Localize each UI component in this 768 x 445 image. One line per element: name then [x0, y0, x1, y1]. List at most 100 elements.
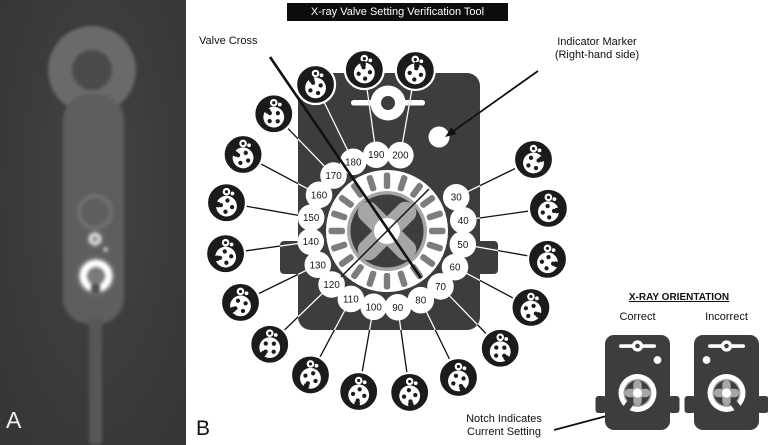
- setting-bubble-70: 70: [427, 273, 454, 300]
- orientation-incorrect-label: Incorrect: [705, 311, 748, 323]
- valve-cross-line2: [340, 188, 430, 278]
- setting-icon-70: [479, 327, 521, 369]
- indicator-marker-label-line2: (Right-hand side): [554, 49, 640, 61]
- valve-left-tab: [280, 241, 302, 274]
- xray-inlet-outline: [77, 194, 113, 230]
- reservoir-wings: [351, 100, 425, 106]
- setting-bubble-130: 130: [304, 251, 332, 279]
- svg-text:170: 170: [325, 171, 342, 182]
- rotor-center: [374, 218, 400, 244]
- reservoir-dome: [370, 85, 406, 121]
- valve-cross-line: [268, 56, 423, 279]
- icon-notch: [413, 61, 421, 68]
- setting-icon-190: [343, 48, 385, 91]
- setting-icon-170: [253, 93, 295, 135]
- svg-text:50: 50: [457, 240, 468, 251]
- valve-body: [298, 73, 480, 330]
- setting-icon-40: [527, 187, 570, 229]
- rotor-tick: [410, 264, 423, 280]
- connector-140: [225, 241, 311, 255]
- rotor-tick: [331, 241, 348, 252]
- setting-icon-180: [294, 63, 337, 106]
- icon-notch: [228, 306, 236, 314]
- indicator-marker-label-line1: Indicator Marker: [557, 36, 637, 48]
- valve-cross-label: Valve Cross: [199, 35, 258, 47]
- connector-70: [440, 285, 501, 349]
- reservoir-hole: [381, 96, 395, 110]
- setting-icon-140: [204, 233, 247, 275]
- svg-text:160: 160: [311, 190, 328, 201]
- connector-180: [314, 84, 354, 163]
- rotor-tick: [351, 182, 364, 198]
- mini-setting-notch: [730, 400, 742, 413]
- rotor-tick: [426, 210, 443, 221]
- rotor-tick: [328, 227, 345, 235]
- connector-110: [309, 298, 352, 376]
- connector-30: [455, 158, 534, 198]
- svg-text:90: 90: [392, 303, 403, 314]
- valve-body-group: [280, 73, 498, 330]
- rotor-tick: [338, 254, 354, 267]
- setting-bubble-200: 200: [387, 141, 414, 169]
- connector-40: [463, 207, 549, 221]
- setting-bubble-80: 80: [407, 286, 435, 314]
- svg-text:30: 30: [451, 193, 462, 204]
- icon-notch: [538, 155, 546, 163]
- setting-bubbles: 3040506070809010011012013014015016017018…: [297, 141, 477, 321]
- connector-50: [462, 243, 548, 260]
- rotor-tick: [420, 195, 436, 208]
- mini-indicator-dot: [702, 356, 711, 364]
- setting-bubble-120: 120: [318, 271, 345, 298]
- orientation-correct-label: Correct: [619, 311, 656, 323]
- setting-icon-80: [437, 356, 480, 399]
- icon-notch: [213, 255, 220, 262]
- svg-text:130: 130: [310, 260, 327, 271]
- icon-notch: [554, 207, 561, 214]
- connector-160: [242, 153, 320, 196]
- svg-text:180: 180: [345, 157, 362, 168]
- setting-icon-30: [512, 138, 555, 181]
- setting-bubble-190: 190: [362, 141, 390, 169]
- connector-130: [240, 264, 319, 304]
- setting-icon-110: [289, 354, 332, 396]
- setting-icon-60: [510, 286, 552, 329]
- icon-notch: [263, 106, 271, 114]
- indicator-marker: [428, 126, 450, 148]
- svg-text:140: 140: [303, 237, 320, 248]
- orientation-heading: X-RAY ORIENTATION: [628, 292, 730, 303]
- setting-bubble-60: 60: [441, 253, 469, 281]
- orientation-valve-correct: [595, 335, 680, 430]
- icon-notch: [459, 386, 467, 393]
- svg-text:60: 60: [450, 263, 461, 274]
- icon-notch: [359, 60, 367, 67]
- setting-bubble-110: 110: [337, 285, 365, 313]
- svg-text:110: 110: [343, 294, 359, 305]
- notch-label: Notch Indicates Current Setting: [444, 413, 564, 439]
- icon-notch: [553, 261, 560, 268]
- setting-icons: [204, 48, 570, 414]
- setting-icon-100: [338, 370, 380, 413]
- xray-panel: A: [0, 0, 186, 445]
- setting-bubble-30: 30: [442, 183, 470, 211]
- svg-text:70: 70: [435, 282, 446, 293]
- rotor-tick: [397, 175, 408, 192]
- setting-bubble-180: 180: [339, 148, 367, 176]
- svg-text:100: 100: [365, 302, 382, 313]
- indicator-marker-arrow: [445, 70, 539, 137]
- xray-small-dot: [103, 247, 108, 252]
- icon-notch: [503, 354, 511, 363]
- setting-icon-120: [249, 323, 291, 365]
- mini-indicator-dot: [653, 356, 662, 364]
- panel-b-label: B: [196, 417, 211, 440]
- connector-150: [226, 202, 312, 219]
- setting-bubble-90: 90: [384, 293, 412, 321]
- rotor-tick: [338, 195, 354, 208]
- icon-notch: [259, 350, 267, 358]
- xray-catheter: [89, 318, 102, 445]
- setting-bubble-170: 170: [320, 162, 347, 189]
- icon-notch: [307, 75, 315, 83]
- setting-bubble-40: 40: [449, 206, 477, 234]
- rotor-tick: [366, 175, 377, 192]
- setting-bubble-100: 100: [360, 293, 387, 321]
